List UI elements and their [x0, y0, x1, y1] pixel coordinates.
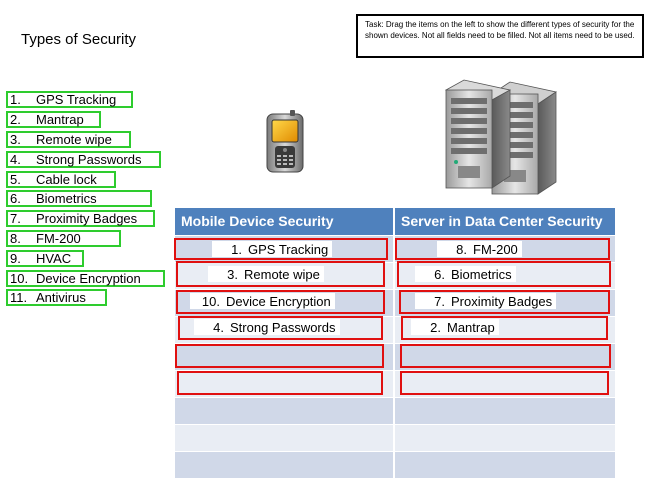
drag-item-biometrics[interactable]: 6.Biometrics [6, 190, 152, 207]
drag-item-device-encryption[interactable]: 10.Device Encryption [6, 270, 165, 287]
server-drop-zone-3[interactable]: 7.Proximity Badges [399, 290, 610, 314]
placed-item-gps-tracking[interactable]: 1.GPS Tracking [212, 241, 333, 257]
placed-item-remote-wipe[interactable]: 3.Remote wipe [208, 266, 324, 282]
drag-item-proximity-badges[interactable]: 7.Proximity Badges [6, 210, 155, 227]
drag-item-remote-wipe[interactable]: 3.Remote wipe [6, 131, 131, 148]
page-title: Types of Security [21, 31, 137, 48]
drag-item-hvac[interactable]: 9.HVAC [6, 250, 84, 267]
placed-item-fm-200[interactable]: 8.FM-200 [437, 241, 522, 257]
server-column-header: Server in Data Center Security [395, 208, 615, 235]
server-rack-icon [444, 79, 558, 195]
mobile-drop-zone-3[interactable]: 10.Device Encryption [176, 290, 385, 314]
task-instructions: Task: Drag the items on the left to show… [356, 14, 644, 58]
server-drop-zone-2[interactable]: 6.Biometrics [397, 261, 611, 287]
mobile-drop-zone-2[interactable]: 3.Remote wipe [176, 261, 385, 287]
drag-item-strong-passwords[interactable]: 4.Strong Passwords [6, 151, 161, 168]
drag-item-gps-tracking[interactable]: 1.GPS Tracking [6, 91, 133, 108]
placed-item-mantrap[interactable]: 2.Mantrap [411, 319, 499, 335]
mobile-drop-zone-1[interactable]: 1.GPS Tracking [174, 238, 388, 260]
drag-item-mantrap[interactable]: 2.Mantrap [6, 111, 101, 128]
placed-item-strong-passwords[interactable]: 4.Strong Passwords [194, 319, 340, 335]
drag-item-fm-200[interactable]: 8.FM-200 [6, 230, 121, 247]
server-drop-zone-4[interactable]: 2.Mantrap [401, 316, 608, 340]
placed-item-device-encryption[interactable]: 10.Device Encryption [190, 293, 335, 309]
mobile-drop-zone-5[interactable] [175, 344, 384, 368]
mobile-drop-zone-6[interactable] [177, 371, 383, 395]
mobile-drop-zone-4[interactable]: 4.Strong Passwords [178, 316, 383, 340]
drag-item-antivirus[interactable]: 11.Antivirus [6, 289, 107, 306]
placed-item-biometrics[interactable]: 6.Biometrics [415, 266, 516, 282]
server-drop-zone-5[interactable] [400, 344, 611, 368]
drag-item-cable-lock[interactable]: 5.Cable lock [6, 171, 116, 188]
server-drop-zone-1[interactable]: 8.FM-200 [395, 238, 610, 260]
server-drop-zone-6[interactable] [400, 371, 609, 395]
placed-item-proximity-badges[interactable]: 7.Proximity Badges [415, 293, 557, 309]
smartphone-icon [266, 110, 304, 173]
mobile-column-header: Mobile Device Security [175, 208, 393, 235]
